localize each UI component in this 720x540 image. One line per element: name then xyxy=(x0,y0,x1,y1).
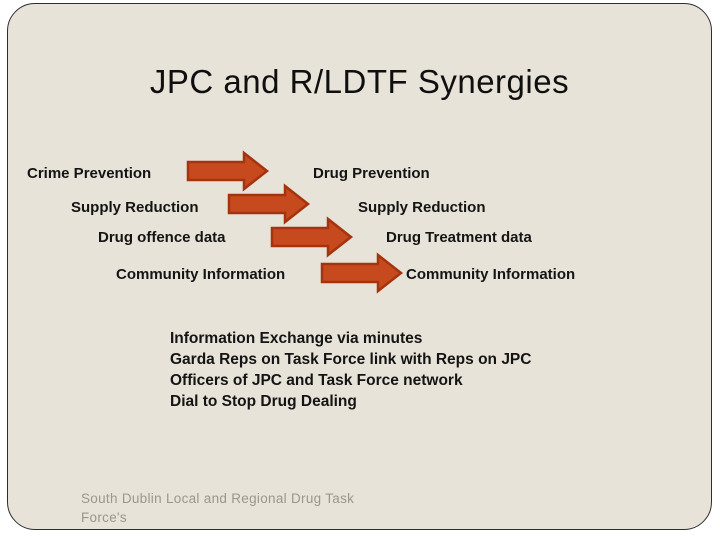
right-arrow-shape xyxy=(320,252,404,294)
slide-canvas: JPC and R/LDTF Synergies Crime Preventio… xyxy=(7,3,712,530)
slide-footer: South Dublin Local and Regional Drug Tas… xyxy=(81,491,355,525)
synergy-left-label: Drug offence data xyxy=(98,229,226,246)
right-arrow-icon xyxy=(320,252,404,294)
synergy-right-label: Drug Prevention xyxy=(313,165,430,182)
note-line: Information Exchange via minutes xyxy=(170,330,423,347)
note-line: Dial to Stop Drug Dealing xyxy=(170,393,357,410)
right-arrow-shape xyxy=(186,150,270,192)
synergy-left-label: Supply Reduction xyxy=(71,199,199,216)
synergy-right-label: Drug Treatment data xyxy=(386,229,532,246)
slide-title: JPC and R/LDTF Synergies xyxy=(149,63,570,100)
right-arrow-shape xyxy=(270,216,354,258)
synergy-right-label: Supply Reduction xyxy=(358,199,486,216)
synergy-right-label: Community Information xyxy=(406,266,576,283)
note-line: Officers of JPC and Task Force network xyxy=(170,372,463,389)
right-arrow-icon xyxy=(270,216,354,258)
right-arrow-shape xyxy=(227,183,311,225)
right-arrow-icon xyxy=(227,183,311,225)
synergy-left-label: Community Information xyxy=(116,266,286,283)
notes-block: Information Exchange via minutes Garda R… xyxy=(170,328,531,412)
synergy-left-label: Crime Prevention xyxy=(27,165,152,182)
right-arrow-icon xyxy=(186,150,270,192)
note-line: Garda Reps on Task Force link with Reps … xyxy=(170,351,532,368)
